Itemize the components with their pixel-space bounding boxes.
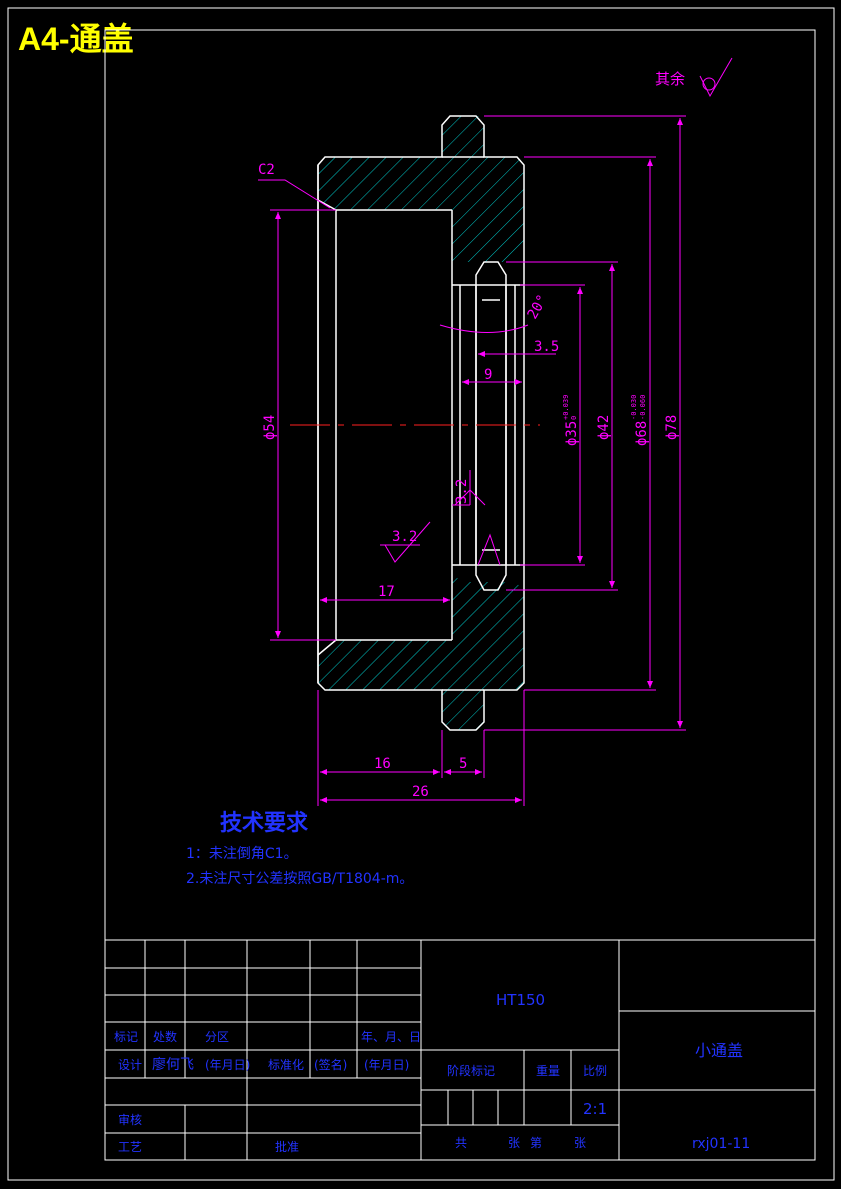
roughness-rest-label: 其余 <box>655 70 685 88</box>
tb-review: 审核 <box>118 1112 142 1127</box>
tb-design: 设计 <box>118 1058 142 1072</box>
tb-sign: (签名) <box>314 1057 347 1072</box>
dim-3-5: 3.5 <box>534 339 559 355</box>
dim-17: 17 <box>378 584 395 600</box>
tb-weight: 重量 <box>536 1064 560 1078</box>
roughness-symbol-icon <box>699 57 733 98</box>
tb-process: 工艺 <box>118 1140 142 1154</box>
dim-d54: ϕ54 <box>262 415 278 440</box>
dim-d35-tol-lower: 0 <box>570 416 578 420</box>
tb-ymd1: (年月日) <box>205 1058 250 1072</box>
dim-d35-tol-upper: +0.039 <box>562 395 570 420</box>
dim-9: 9 <box>484 367 492 383</box>
tb-total: 共 <box>455 1136 467 1150</box>
tb-date: 年、月、日 <box>361 1030 421 1044</box>
dim-16: 16 <box>374 756 391 772</box>
dim-d68-tol-lower: -0.060 <box>639 395 647 420</box>
tb-ymd2: (年月日) <box>364 1058 409 1072</box>
dim-d68-tol-upper: -0.030 <box>630 395 638 420</box>
dim-5: 5 <box>459 756 467 772</box>
tb-sheets: 张 <box>508 1136 520 1150</box>
dim-d68: ϕ68 <box>634 421 650 446</box>
dimension-lines <box>258 115 686 806</box>
tb-material: HT150 <box>496 991 545 1009</box>
outer-frame <box>7 7 835 1181</box>
roughness-value-2: 3.2 <box>454 479 470 504</box>
title-block <box>104 939 816 1161</box>
tb-part-name: 小通盖 <box>695 1041 743 1060</box>
dim-d78: ϕ78 <box>664 415 680 440</box>
dim-d35: ϕ35 <box>564 421 580 446</box>
roughness-value-1: 3.2 <box>392 529 417 545</box>
tb-standard: 标准化 <box>268 1058 304 1072</box>
tb-zone: 分区 <box>205 1030 229 1044</box>
requirements-title: 技术要求 <box>220 811 308 836</box>
tb-approve: 批准 <box>275 1139 299 1154</box>
tb-count: 处数 <box>153 1029 177 1044</box>
part-section <box>317 115 525 731</box>
tb-mark: 标记 <box>114 1030 138 1044</box>
page-title: A4-通盖 <box>18 21 134 57</box>
tb-sheet2: 张 <box>574 1136 586 1150</box>
tb-designer: 廖何飞 <box>152 1056 194 1073</box>
chamfer-label: C2 <box>258 162 275 178</box>
tb-scale-label: 比例 <box>583 1064 607 1078</box>
tb-scale: 2:1 <box>583 1100 607 1118</box>
dim-d42: ϕ42 <box>596 415 612 440</box>
dim-26: 26 <box>412 784 429 800</box>
requirement-item-2: 2.未注尺寸公差按照GB/T1804-m。 <box>186 871 413 887</box>
tb-page: 第 <box>530 1136 542 1150</box>
tb-stage-mark: 阶段标记 <box>447 1063 495 1078</box>
dim-angle: 20° <box>525 292 552 322</box>
tb-drawing-no: rxj01-11 <box>692 1136 750 1152</box>
requirement-item-1: 1：未注倒角C1。 <box>186 846 298 862</box>
